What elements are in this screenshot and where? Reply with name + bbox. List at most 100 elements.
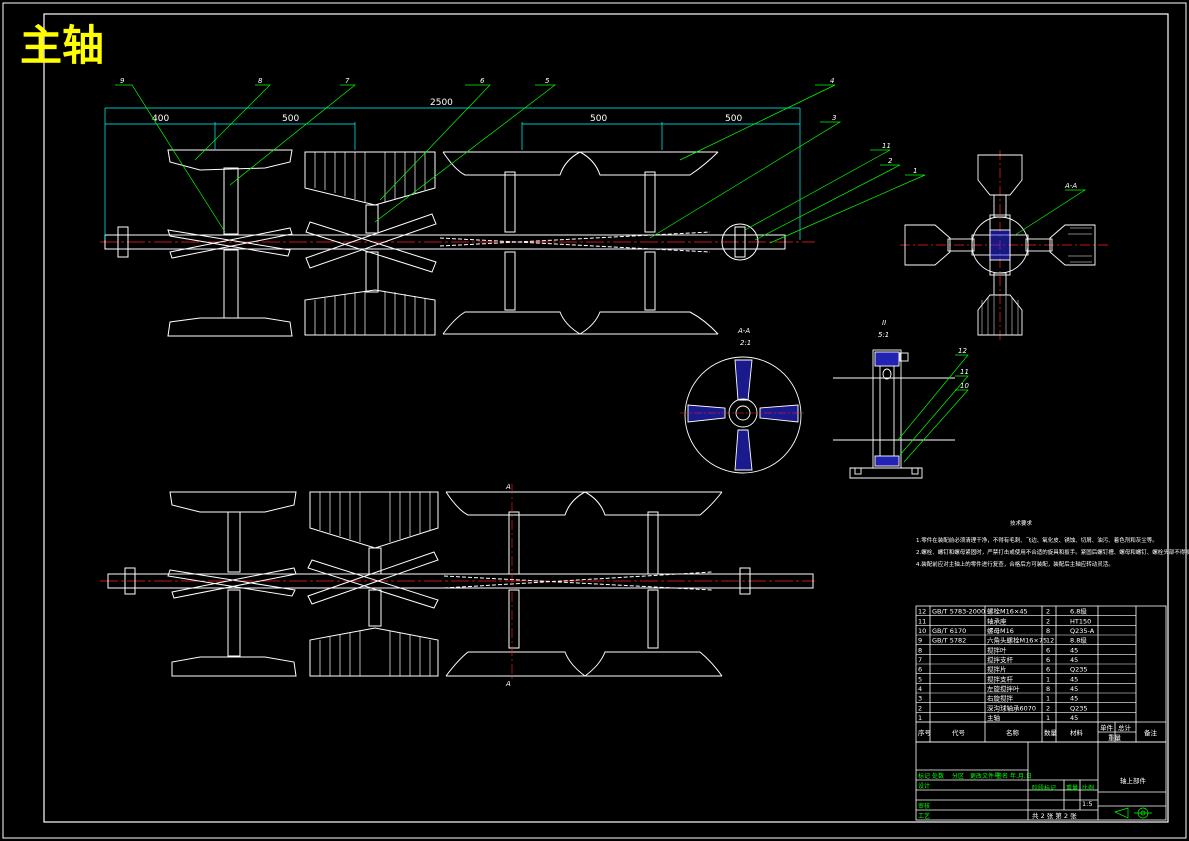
bom-cell-name: 六角头螺栓M16×75 (987, 636, 1047, 645)
bom-cell-no: 9 (918, 637, 922, 645)
bom-cell-no: 12 (918, 608, 926, 616)
bom-header-weight: 重量 (1108, 734, 1122, 742)
bom-cell-qty: 8 (1046, 627, 1050, 635)
bom-cell-qty: 6 (1046, 646, 1050, 654)
cross-view-leader (1014, 189, 1087, 236)
bom-cell-qty: 2 (1046, 608, 1050, 616)
dim-500-c: 500 (725, 114, 742, 124)
balloon-7: 7 (345, 77, 350, 85)
paddle-unit-2 (304, 151, 437, 336)
top-dimensions (104, 107, 801, 240)
dim-500-a: 500 (282, 114, 299, 124)
bom-header-material: 材料 (1070, 728, 1084, 737)
bom-cell-code: GB/T 6170 (932, 627, 966, 635)
bom-cell-no: 2 (918, 704, 922, 712)
bom-cell-qty: 6 (1046, 666, 1050, 674)
bom-cell-no: 11 (918, 617, 926, 625)
balloon-4: 4 (830, 77, 834, 85)
drawing-title: 主轴 (20, 21, 104, 70)
detail-balloon-11: 11 (960, 368, 969, 376)
bom-cell-no: 1 (918, 714, 922, 722)
bom-cell-no: 6 (918, 666, 922, 674)
projection-symbol (1114, 807, 1152, 819)
tb-scale: 1:5 (1082, 800, 1092, 808)
bom-cell-no: 8 (918, 646, 922, 654)
tb-change-date: 年.月.日 (1010, 772, 1032, 780)
bom-cell-name: 搅拌叶 (987, 645, 1007, 654)
bom-cell-no: 10 (918, 627, 926, 635)
cross-view-label: A-A (1064, 182, 1077, 190)
bom-header-qty: 数量 (1044, 728, 1058, 737)
bom-header-name: 名称 (1006, 728, 1020, 737)
bom-cell-material: 6.8级 (1070, 607, 1087, 616)
bom-cell-material: 45 (1070, 646, 1078, 654)
bom-cell-code: GB/T 5782 (932, 637, 966, 645)
cut-marker-top: A (505, 483, 511, 491)
balloon-5: 5 (545, 77, 550, 85)
bom-cell-material: 45 (1070, 695, 1078, 703)
bom-cell-no: 7 (918, 656, 922, 664)
bom-header-unit: 单件 (1100, 723, 1114, 732)
note-2: 2.螺栓、螺钉和螺母紧固时，严禁打击或使用不合适的旋具和扳手。紧固后螺钉槽、螺母… (916, 548, 1189, 556)
dim-400: 400 (152, 114, 169, 124)
cross-view (900, 150, 1110, 340)
balloon-2: 2 (888, 157, 893, 165)
top-detail-circle (721, 223, 759, 261)
bom-header-remark: 备注 (1144, 728, 1158, 737)
bom-header-no: 序号 (918, 728, 932, 737)
bom-cell-qty: 6 (1046, 656, 1050, 664)
bom-cell-qty: 1 (1046, 695, 1050, 703)
note-1: 1.零件在装配前必须清理干净，不得有毛刺、飞边、氧化皮、锈蚀、切屑、油污、着色剂… (916, 536, 1158, 544)
detail-label: II (882, 319, 886, 327)
bom-cell-material: 45 (1070, 685, 1078, 693)
bom-cell-qty: 1 (1046, 675, 1050, 683)
bom-header-total: 总计 (1118, 723, 1132, 732)
bom-cell-material: 45 (1070, 656, 1078, 664)
tb-change-doc: 更改文件号 (970, 772, 1000, 780)
bom-cell-name: 螺母M16 (987, 626, 1014, 635)
bom-cell-name: 主轴 (987, 713, 1001, 722)
bottom-view (100, 484, 815, 682)
bom-cell-material: 45 (1070, 714, 1078, 722)
top-shaft (104, 234, 786, 250)
bom-cell-material: Q235 (1070, 666, 1088, 674)
bom-cell-name: 深沟球轴承6070 (987, 703, 1036, 712)
paddle-unit-1 (167, 149, 293, 337)
bom-cell-name: 轴承座 (987, 616, 1007, 625)
dim-overall: 2500 (430, 98, 453, 108)
cut-marker-bottom: A (505, 680, 511, 688)
top-leaders (115, 84, 926, 244)
bom-cell-name: 搅拌支杆 (987, 655, 1014, 664)
bom-cell-material: 45 (1070, 675, 1078, 683)
tb-change-headers: 处数 (932, 772, 944, 780)
bom-cell-no: 3 (918, 695, 922, 703)
bom-cell-material: Q235-A (1070, 627, 1095, 635)
notes-title: 技术要求 (1010, 519, 1033, 527)
balloon-3: 3 (832, 114, 836, 122)
top-shaft-end-right (734, 226, 746, 258)
detail-balloon-12: 12 (958, 347, 967, 355)
tb-row-design: 设计 (918, 782, 930, 790)
detail-balloon-10: 10 (960, 382, 969, 390)
paddle-unit-3 (439, 151, 719, 335)
tb-change-area: 分区 (952, 772, 964, 780)
dim-500-b: 500 (590, 114, 607, 124)
bom-header-code: 代号 (952, 728, 966, 737)
note-3: 4.装配前应对主轴上的零件进行复查，合格后方可装配，装配后主轴应转动灵活。 (916, 560, 1114, 568)
bom-cell-qty: 1 (1046, 714, 1050, 722)
bom-cell-no: 5 (918, 675, 922, 683)
section-label: A-A (737, 327, 750, 335)
balloon-11: 11 (882, 142, 891, 150)
bom-cell-material: HT150 (1070, 617, 1091, 625)
tb-extra-scale: 比例 (1082, 784, 1094, 792)
detail-leaders (897, 354, 969, 463)
bom-cell-qty: 2 (1046, 617, 1050, 625)
title-block (915, 741, 1167, 821)
tb-row-review: 审核 (918, 802, 930, 810)
bom-cell-code: GB/T 5783-2000 (932, 608, 985, 616)
tb-row-process: 工艺 (918, 812, 930, 820)
bom-cell-no: 4 (918, 685, 922, 693)
balloon-9: 9 (120, 77, 125, 85)
